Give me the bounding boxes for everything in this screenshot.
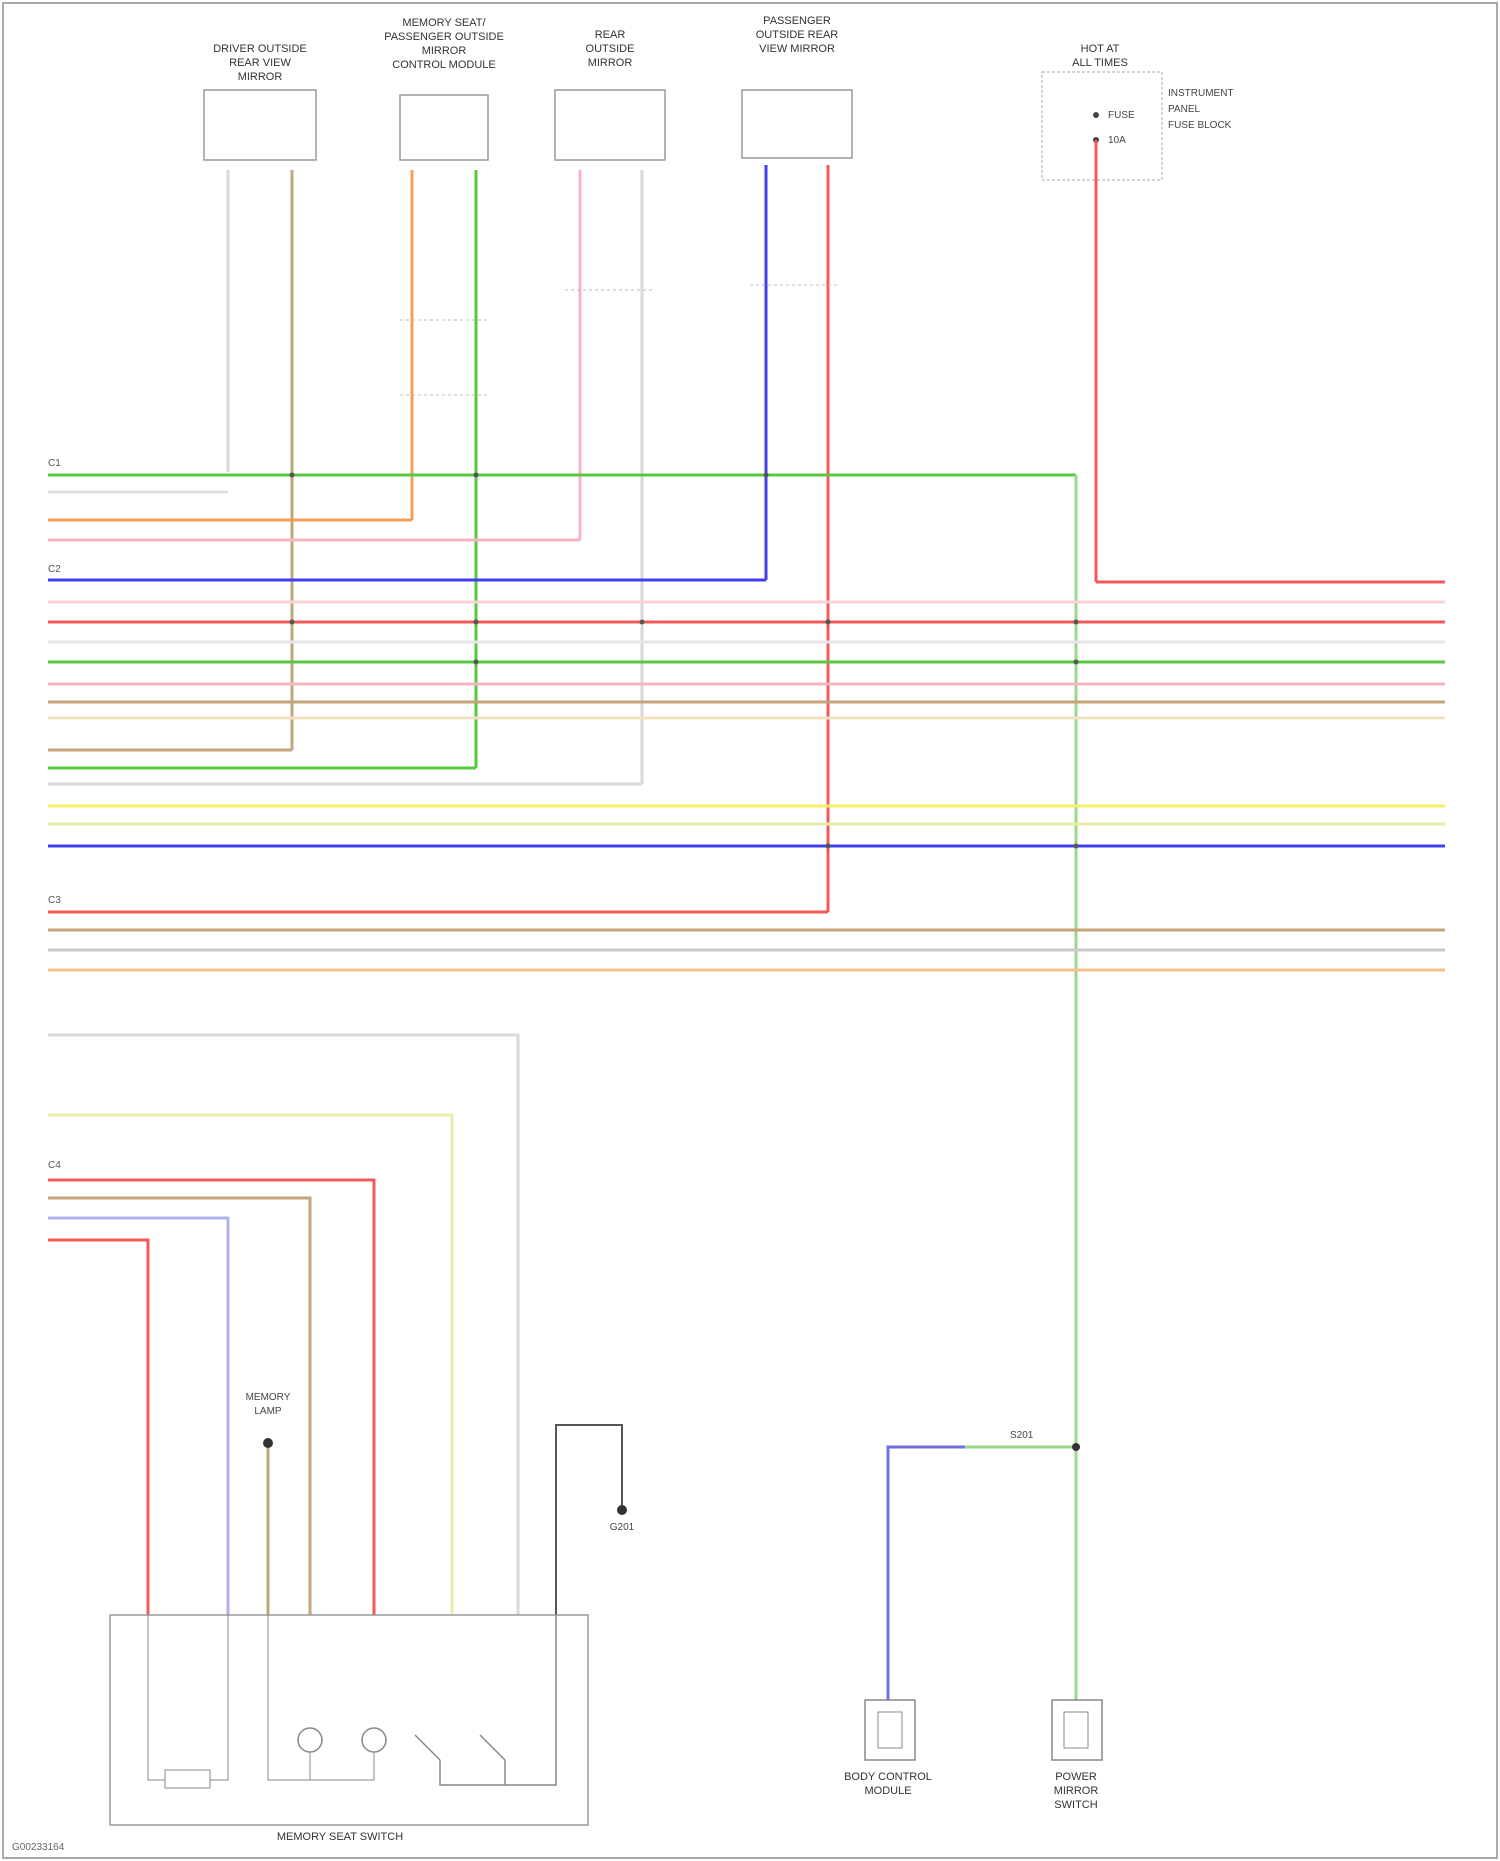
svg-text:PANEL: PANEL: [1168, 104, 1200, 115]
footer-ref: G00233164: [12, 1842, 65, 1853]
svg-text:HOT AT: HOT AT: [1081, 43, 1120, 55]
top-component-3: REAR OUTSIDE MIRROR: [555, 29, 665, 160]
svg-text:REAR VIEW: REAR VIEW: [229, 57, 291, 69]
fuse-block: HOT AT ALL TIMES FUSE 10A INSTRUMENT PAN…: [1042, 43, 1234, 180]
led-1-icon: [298, 1728, 322, 1752]
connector-header-c4: C4: [48, 1160, 61, 1171]
svg-text:POWER: POWER: [1055, 1771, 1097, 1783]
bottom-right-component-2: POWER MIRROR SWITCH: [1052, 1700, 1102, 1811]
svg-text:VIEW MIRROR: VIEW MIRROR: [759, 43, 835, 55]
svg-text:FUSE: FUSE: [1108, 110, 1135, 121]
module-label: MEMORY SEAT SWITCH: [277, 1831, 403, 1843]
connector-header-c3: C3: [48, 895, 61, 906]
svg-text:INSTRUMENT: INSTRUMENT: [1168, 88, 1234, 99]
connector-header-c1: C1: [48, 458, 61, 469]
top-component-1: DRIVER OUTSIDE REAR VIEW MIRROR: [204, 43, 316, 160]
svg-text:10A: 10A: [1108, 135, 1126, 146]
svg-text:LAMP: LAMP: [254, 1406, 282, 1417]
svg-text:MIRROR: MIRROR: [238, 71, 283, 83]
svg-text:BODY CONTROL: BODY CONTROL: [844, 1771, 932, 1783]
connector-header-c2: C2: [48, 564, 61, 575]
svg-text:MIRROR: MIRROR: [588, 57, 633, 69]
ground-point: G201: [610, 1505, 635, 1533]
svg-text:OUTSIDE: OUTSIDE: [586, 43, 635, 55]
top-component-3-label: REAR: [595, 29, 626, 41]
svg-text:FUSE BLOCK: FUSE BLOCK: [1168, 120, 1232, 131]
memory-lamp: MEMORY LAMP: [246, 1392, 291, 1448]
svg-text:ALL TIMES: ALL TIMES: [1072, 57, 1128, 69]
top-component-1-label: DRIVER OUTSIDE: [213, 43, 307, 55]
svg-text:PASSENGER OUTSIDE: PASSENGER OUTSIDE: [384, 31, 504, 43]
top-component-2-label: MEMORY SEAT/: [402, 17, 486, 29]
lower-wires: [48, 1035, 1076, 1700]
svg-text:MEMORY: MEMORY: [246, 1392, 291, 1403]
horizontal-wires: [48, 475, 1445, 1448]
top-component-4: PASSENGER OUTSIDE REAR VIEW MIRROR: [742, 15, 852, 158]
top-component-4-label: PASSENGER: [763, 15, 831, 27]
svg-text:SWITCH: SWITCH: [1054, 1799, 1097, 1811]
svg-text:MODULE: MODULE: [864, 1785, 911, 1797]
left-connector-headers: C1 C2 C3 C4: [48, 458, 61, 1171]
splice-label: S201: [1010, 1430, 1034, 1441]
led-2-icon: [362, 1728, 386, 1752]
top-vertical-wires: [228, 140, 1096, 912]
resistor-icon: [165, 1770, 210, 1788]
top-component-2: MEMORY SEAT/ PASSENGER OUTSIDE MIRROR CO…: [384, 17, 504, 160]
svg-text:MIRROR: MIRROR: [1054, 1785, 1099, 1797]
svg-text:CONTROL MODULE: CONTROL MODULE: [392, 59, 496, 71]
ground-label: G201: [610, 1522, 635, 1533]
svg-text:OUTSIDE REAR: OUTSIDE REAR: [756, 29, 839, 41]
svg-text:MIRROR: MIRROR: [422, 45, 467, 57]
inline-connectors: [400, 285, 840, 395]
fuse-terminal-icon: [1093, 112, 1099, 118]
bottom-right-component-1: BODY CONTROL MODULE: [844, 1700, 932, 1797]
memory-seat-switch-module: MEMORY SEAT SWITCH: [110, 1615, 588, 1843]
